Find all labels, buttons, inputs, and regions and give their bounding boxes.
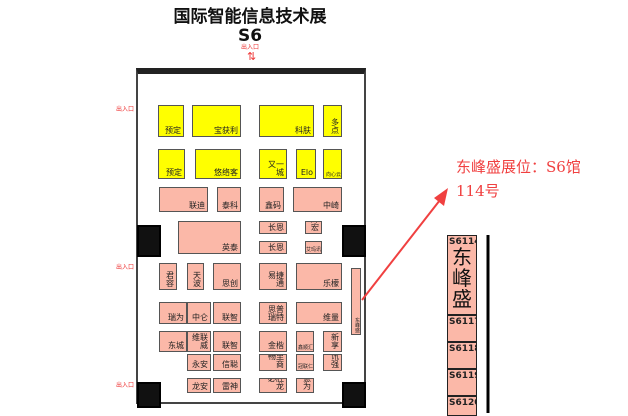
booth-name: 东峰盛 (452, 245, 472, 311)
booth[interactable]: 泰科 (217, 187, 241, 212)
note-line-1: 东峰盛展位：S6馆 (456, 158, 581, 176)
exit-arrow-icon: ⇅ (247, 50, 257, 63)
booth[interactable]: 又一城 (259, 149, 287, 179)
booth[interactable]: 辉宏 (305, 221, 322, 234)
booth[interactable]: 思创 (213, 263, 241, 290)
detail-booth[interactable]: S6118 (447, 342, 477, 369)
booth[interactable]: 畅里商 (259, 354, 287, 371)
booth[interactable]: 雷神 (213, 378, 241, 393)
exit-label-left-1: 出入口 (116, 106, 135, 113)
detail-booth-highlight[interactable]: S6114 东峰盛 (447, 235, 477, 315)
booth[interactable]: 向心云 (323, 149, 342, 179)
booth[interactable]: Elo (296, 149, 316, 179)
booth-location-note: 东峰盛展位：S6馆 114号 (456, 155, 626, 203)
detail-booth[interactable]: S6120 (447, 396, 477, 416)
booth[interactable]: 金楷 (259, 331, 287, 352)
map-title: 国际智能信息技术展 (173, 7, 327, 27)
note-line-2: 114号 (456, 182, 500, 200)
detail-booth[interactable]: S6117 (447, 315, 477, 342)
booth[interactable]: 鑫码 (259, 187, 284, 212)
booth[interactable]: 天波 (187, 263, 204, 290)
booth[interactable]: 英泰 (178, 221, 241, 254)
booth-code: S6117 (449, 317, 476, 327)
stairs-icon (342, 225, 366, 257)
hall-label: S6 (237, 26, 263, 46)
booth[interactable]: 龙安 (187, 378, 211, 393)
booth[interactable]: 慧为 (296, 378, 314, 393)
booth[interactable]: 联智 (213, 302, 241, 324)
exit-label-left-3: 出入口 (116, 382, 135, 389)
booth[interactable]: 宝获利 (192, 105, 241, 137)
booth[interactable]: 科肤 (259, 105, 314, 137)
booth[interactable]: 中仑 (187, 302, 211, 324)
stairs-icon (137, 382, 161, 408)
booth[interactable]: 冠联仁 (296, 354, 314, 371)
booth[interactable]: 联智 (213, 331, 241, 352)
booth-code: S6120 (449, 398, 476, 408)
booth[interactable]: 新享 (323, 331, 342, 352)
booth[interactable]: 瑞为 (159, 302, 187, 324)
booth[interactable]: 君容 (159, 263, 177, 290)
exit-label-left-2: 出入口 (116, 264, 135, 271)
booth[interactable]: 易捷通 (259, 263, 287, 290)
detail-booth[interactable]: S6119 (447, 369, 477, 396)
booth[interactable]: 预定 (158, 149, 185, 179)
booth[interactable]: 鑫顺汇 (296, 331, 314, 352)
booth[interactable]: 艾玛讯 (305, 241, 322, 254)
booth[interactable]: 讯强 (323, 354, 342, 371)
booth[interactable]: 必胜龙 (259, 378, 287, 393)
booth[interactable]: 维联威 (187, 331, 211, 352)
booth-code: S6114 (449, 237, 476, 247)
booth[interactable]: 长恩 (259, 241, 287, 254)
booth-code: S6119 (449, 371, 476, 381)
booth[interactable]: 永安 (187, 354, 211, 371)
booth[interactable]: 联迪 (159, 187, 208, 212)
booth[interactable]: 思普瑞特 (259, 302, 287, 324)
booth-code: S6118 (449, 344, 476, 354)
booth[interactable]: 中崎 (293, 187, 342, 212)
booth[interactable]: 多点 (323, 105, 342, 137)
booth[interactable]: 悠络客 (195, 149, 241, 179)
booth[interactable]: 维量 (296, 302, 342, 324)
booth[interactable]: 预定 (158, 105, 184, 137)
booth[interactable]: 东峰盛 (351, 268, 361, 335)
booth[interactable]: 东城 (159, 331, 187, 352)
booth[interactable]: 信聪 (213, 354, 241, 371)
booth[interactable]: 长恩 (259, 221, 287, 234)
exit-label-top: 出入口 (241, 44, 260, 51)
booth[interactable]: 乐檬 (296, 263, 342, 290)
stairs-icon (137, 225, 161, 257)
stairs-icon (342, 382, 366, 408)
